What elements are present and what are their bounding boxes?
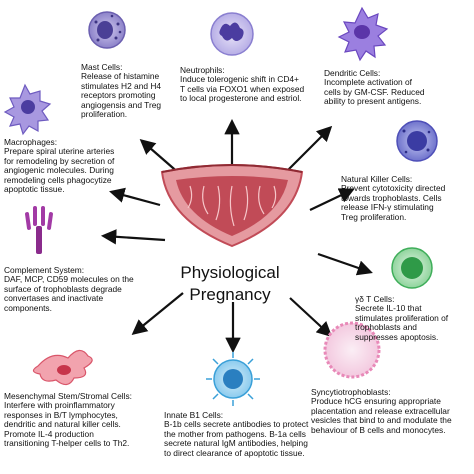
center-title: Physiological Pregnancy bbox=[180, 263, 280, 304]
arrow-to-nk bbox=[309, 188, 355, 211]
syncytio-title: Syncytiotrophoblasts: bbox=[311, 387, 391, 397]
mast-title: Mast Cells: bbox=[81, 62, 123, 72]
arrow-to-complement bbox=[100, 229, 166, 245]
complement-desc: DAF, MCP, CD59 molecules on the surface … bbox=[4, 274, 134, 313]
arrow-to-msc bbox=[131, 292, 184, 335]
neutrophils-title: Neutrophils: bbox=[180, 65, 225, 75]
gamma-delta-t-cell-icon bbox=[391, 247, 433, 289]
nk-desc: Prevent cytotoxicity directed towards tr… bbox=[341, 183, 446, 222]
syncytiotrophoblast-icon bbox=[323, 321, 381, 379]
arrow-to-syncytio bbox=[289, 297, 333, 338]
b1-title: Innate B1 Cells: bbox=[164, 410, 224, 420]
macrophages-title: Macrophages: bbox=[4, 137, 58, 147]
node-gdt: γδ T Cells: Secrete IL-10 that stimulate… bbox=[355, 294, 473, 342]
syncytio-desc: Produce hCG ensuring appropriate placent… bbox=[311, 396, 452, 435]
neutrophil-icon bbox=[210, 12, 254, 56]
node-complement: Complement System: DAF, MCP, CD59 molecu… bbox=[4, 265, 154, 313]
dendritic-desc: Incomplete activation of cells by GM-CSF… bbox=[324, 77, 425, 107]
node-nk: Natural Killer Cells: Prevent cytotoxici… bbox=[341, 174, 473, 222]
node-macrophages: Macrophages: Prepare spiral uterine arte… bbox=[4, 137, 154, 195]
msc-title: Mesenchymal Stem/Stromal Cells: bbox=[4, 391, 132, 401]
arrow-to-gdt bbox=[317, 252, 373, 276]
nk-cell-icon bbox=[396, 120, 438, 162]
node-msc: Mesenchymal Stem/Stromal Cells: Interfer… bbox=[4, 391, 164, 449]
dendritic-title: Dendritic Cells: bbox=[324, 68, 381, 78]
node-neutrophils: Neutrophils: Induce tolerogenic shift in… bbox=[180, 65, 330, 104]
mast-cell-icon bbox=[88, 11, 126, 49]
mast-desc: Release of histamine stimulates H2 and H… bbox=[81, 71, 162, 120]
dendritic-cell-icon bbox=[337, 6, 389, 62]
gdt-desc: Secrete IL-10 that stimulates proliferat… bbox=[355, 303, 449, 342]
uterus-placenta-icon bbox=[160, 164, 304, 248]
node-syncytio: Syncytiotrophoblasts: Produce hCG ensuri… bbox=[311, 387, 473, 435]
node-mast: Mast Cells: Release of histamine stimula… bbox=[81, 62, 211, 120]
b1-desc: B-1b cells secrete antibodies to protect… bbox=[164, 419, 309, 458]
arrow-to-macrophages bbox=[109, 187, 161, 207]
complement-icon bbox=[25, 206, 53, 254]
macrophages-desc: Prepare spiral uterine arteries for remo… bbox=[4, 146, 115, 195]
node-b1: Innate B1 Cells: B-1b cells secrete anti… bbox=[164, 410, 344, 458]
node-dendritic: Dendritic Cells: Incomplete activation o… bbox=[324, 68, 464, 107]
macrophage-icon bbox=[3, 83, 52, 136]
nk-title: Natural Killer Cells: bbox=[341, 174, 413, 184]
msc-desc: Interfere with proinflammatory responses… bbox=[4, 400, 130, 449]
stromal-cell-icon bbox=[32, 349, 93, 386]
complement-title: Complement System: bbox=[4, 265, 85, 275]
neutrophils-desc: Induce tolerogenic shift in CD4+ T cells… bbox=[180, 74, 305, 104]
gdt-title: γδ T Cells: bbox=[355, 294, 395, 304]
b1-cell-icon bbox=[206, 352, 260, 406]
